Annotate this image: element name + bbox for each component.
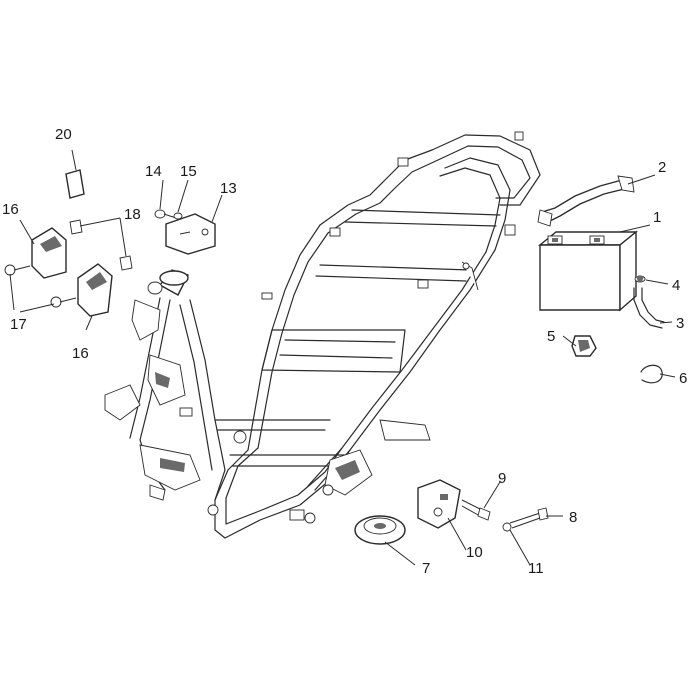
washer-15: [173, 212, 183, 220]
clip-18: [69, 219, 133, 271]
callout-7: 7: [422, 560, 430, 577]
rubber-pad: [571, 335, 597, 357]
callout-16-lower: 16: [72, 345, 89, 362]
horn-bracket: [417, 479, 461, 529]
callout-20: 20: [55, 126, 72, 143]
callout-9: 9: [498, 470, 506, 487]
battery-strap: [537, 175, 635, 227]
chassis-frame: [104, 131, 541, 539]
battery: [538, 230, 638, 312]
callout-6: 6: [679, 370, 687, 387]
callout-15: 15: [180, 163, 197, 180]
band-clamp: [640, 364, 663, 384]
callout-5: 5: [547, 328, 555, 345]
callout-16-upper: 16: [2, 201, 19, 218]
relay-holder-upper: [31, 227, 67, 279]
screw-14: [154, 209, 177, 219]
washer-11: [502, 522, 512, 532]
callout-3: 3: [676, 315, 684, 332]
bracket-plate: [165, 213, 216, 255]
callout-17: 17: [10, 316, 27, 333]
callout-labels: 1 2 3 4 5 6 7 8 9 10 11 13 14 15 16 16 1…: [2, 126, 687, 577]
callout-1: 1: [653, 209, 661, 226]
leader-lines: [9, 149, 676, 566]
callout-2: 2: [658, 159, 666, 176]
callout-8: 8: [569, 509, 577, 526]
clip-20: [65, 169, 85, 199]
callout-11: 11: [528, 560, 544, 577]
horn: [354, 515, 406, 545]
callout-10: 10: [466, 544, 483, 561]
callout-13: 13: [220, 180, 237, 197]
vent-hose: [633, 287, 665, 329]
relay-holder-lower: [77, 263, 113, 317]
callout-14: 14: [145, 163, 162, 180]
clip: [634, 275, 646, 283]
callout-4: 4: [672, 277, 680, 294]
callout-18: 18: [124, 206, 141, 223]
screw-8: [509, 507, 549, 529]
bolt-9: [461, 499, 491, 521]
